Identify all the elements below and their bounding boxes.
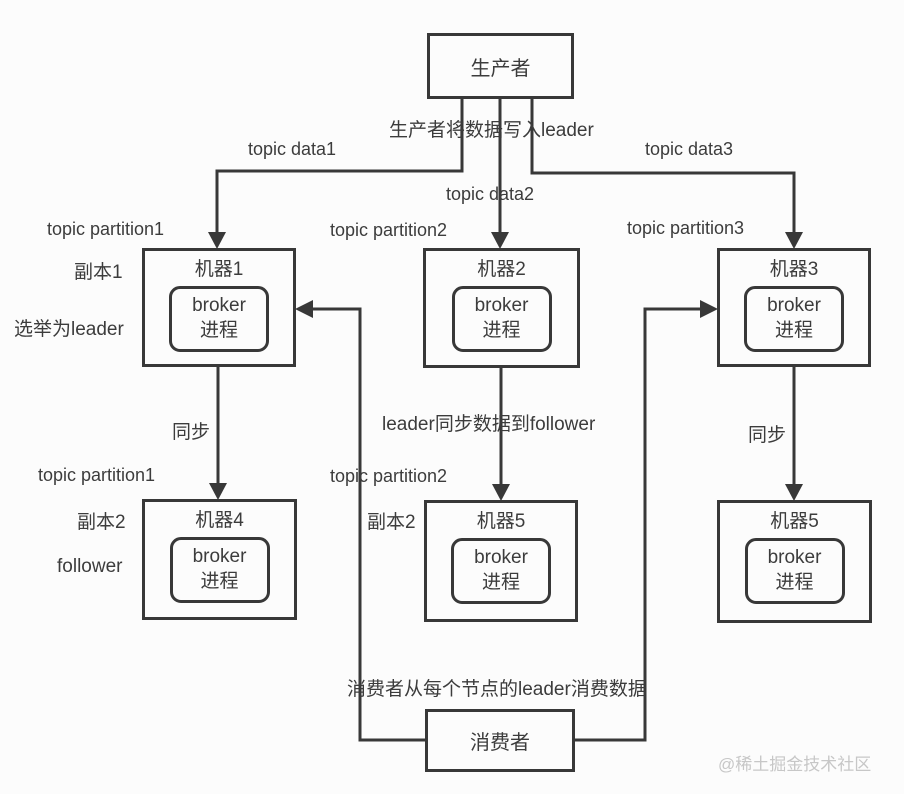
node-machine1: 机器1 broker 进程 — [142, 248, 296, 367]
machine5-right-title: 机器5 — [770, 511, 819, 532]
machine2-broker-box: broker 进程 — [451, 285, 552, 352]
broker-label-line1: broker — [474, 547, 528, 569]
node-machine5-right: 机器5 broker 进程 — [717, 500, 872, 623]
broker-label-line2: 进程 — [775, 571, 814, 593]
label-topic-partition2-bottom: topic partition2 — [330, 466, 448, 486]
node-machine2: 机器2 broker 进程 — [423, 248, 580, 368]
label-topic-partition2-top: topic partition2 — [330, 220, 448, 240]
label-sync-left: 同步 — [172, 422, 211, 443]
arrowhead-machine3-left — [700, 300, 718, 318]
node-machine5-mid: 机器5 broker 进程 — [424, 500, 578, 622]
label-replica2-left: 副本2 — [77, 512, 126, 533]
label-replica2-mid: 副本2 — [367, 512, 416, 533]
broker-label-line2: 进程 — [774, 319, 813, 341]
machine5-right-broker-box: broker 进程 — [744, 537, 845, 604]
watermark: @稀土掘金技术社区 — [718, 755, 872, 774]
broker-label-line2: 进程 — [200, 570, 239, 592]
arrowhead-machine2-top — [491, 232, 509, 249]
broker-label-line1: broker — [767, 547, 822, 569]
label-topic-partition1-top: topic partition1 — [47, 219, 165, 239]
machine1-broker-box: broker 进程 — [169, 285, 269, 352]
broker-label-line2: 进程 — [482, 319, 521, 341]
label-topic-partition1-bottom: topic partition1 — [38, 465, 156, 485]
consumer-label: 消费者 — [470, 732, 530, 754]
arrowhead-machine1-top — [208, 232, 226, 249]
node-machine3: 机器3 broker 进程 — [717, 248, 871, 367]
label-producer-write: 生产者将数据写入leader — [389, 120, 594, 141]
arrowhead-machine5-mid-top — [492, 484, 510, 501]
node-producer: 生产者 — [427, 33, 574, 99]
label-topic-data1: topic data1 — [248, 139, 337, 159]
arrowhead-machine4-top — [209, 483, 227, 500]
label-topic-data2: topic data2 — [446, 184, 535, 204]
broker-label-line1: broker — [474, 295, 529, 317]
edge-consumer-machine3 — [573, 307, 700, 742]
label-topic-data3: topic data3 — [645, 139, 734, 159]
label-sync-right: 同步 — [748, 425, 787, 446]
arrowhead-machine3-top — [785, 232, 803, 249]
label-elected-leader: 选举为leader — [14, 319, 124, 340]
machine3-broker-box: broker 进程 — [744, 285, 844, 352]
edge-producer-machine1 — [215, 99, 464, 234]
machine5-mid-title: 机器5 — [476, 511, 526, 532]
node-consumer: 消费者 — [425, 709, 575, 772]
broker-label-line1: broker — [192, 295, 246, 317]
machine3-title: 机器3 — [769, 259, 819, 280]
arrowhead-machine5-right-top — [785, 484, 803, 501]
broker-label-line2: 进程 — [199, 319, 238, 341]
broker-label-line2: 进程 — [481, 571, 520, 593]
machine5-mid-broker-box: broker 进程 — [451, 537, 551, 604]
arrowhead-machine1-right — [295, 300, 313, 318]
machine1-title: 机器1 — [194, 259, 244, 280]
node-machine4: 机器4 broker 进程 — [142, 499, 297, 620]
edge-producer-machine3 — [530, 99, 796, 234]
machine4-broker-box: broker 进程 — [169, 536, 270, 603]
machine4-title: 机器4 — [195, 510, 244, 531]
label-topic-partition3-top: topic partition3 — [627, 218, 745, 238]
label-follower: follower — [57, 556, 123, 577]
label-sync-mid: leader同步数据到follower — [382, 414, 596, 435]
broker-label-line1: broker — [767, 295, 821, 317]
edge-consumer-machine1 — [312, 307, 426, 742]
producer-label: 生产者 — [470, 57, 531, 80]
label-consumer-read: 消费者从每个节点的leader消费数据 — [347, 679, 647, 700]
broker-label-line1: broker — [192, 546, 247, 568]
machine2-title: 机器2 — [477, 259, 526, 280]
label-replica1: 副本1 — [74, 262, 123, 283]
